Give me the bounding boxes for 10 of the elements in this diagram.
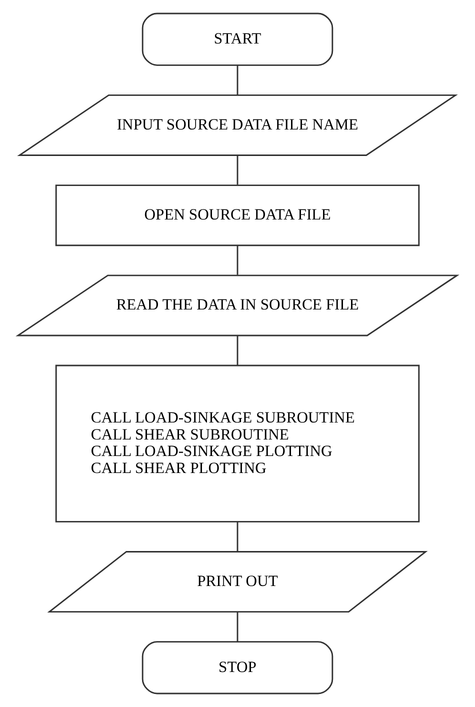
connector: [236, 66, 238, 95]
connector: [236, 336, 238, 366]
node-box: CALL LOAD-SINKAGE SUBROUTINE CALL SHEAR SUBROUTINE CALL LOAD-SINKAGE PLOTTING CALL SHEAR PLOTTING: [55, 364, 420, 522]
connector: [236, 612, 238, 642]
node-box: START: [142, 12, 334, 66]
node-box: STOP: [142, 641, 334, 694]
connector: [236, 246, 238, 275]
node-box: OPEN SOURCE DATA FILE: [55, 184, 420, 246]
connector: [236, 522, 238, 552]
connector: [236, 156, 238, 185]
